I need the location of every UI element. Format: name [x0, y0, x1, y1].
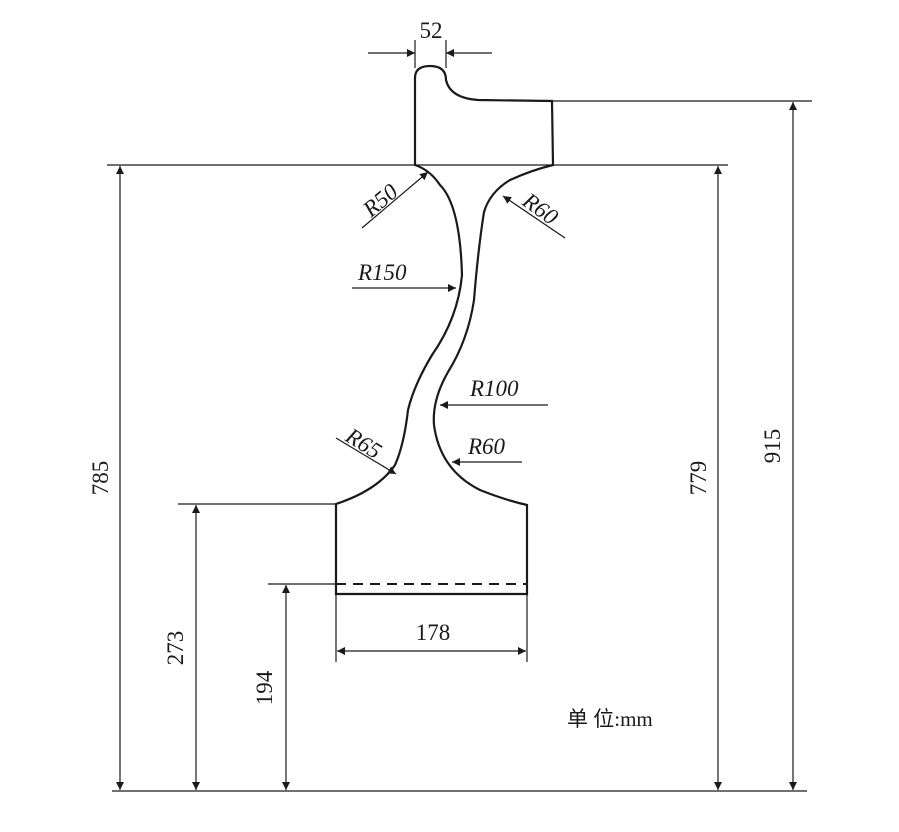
- dim-label-194: 194: [252, 670, 277, 705]
- label-r60-top: R60: [517, 187, 563, 230]
- label-r60-bottom: R60: [467, 434, 506, 459]
- dim-label-178: 178: [416, 620, 451, 645]
- dim-label-915: 915: [760, 429, 785, 464]
- label-r150: R150: [357, 260, 407, 285]
- leader-r50: [361, 171, 429, 229]
- leader-r65: [335, 437, 397, 475]
- label-r65: R65: [341, 423, 387, 464]
- label-r100: R100: [469, 376, 519, 401]
- profile-outline: [334, 64, 555, 596]
- unit-label: 单 位:mm: [567, 707, 653, 731]
- dim-label-779: 779: [686, 461, 711, 496]
- dim-label-273: 273: [163, 631, 188, 666]
- dim-label-785: 785: [88, 461, 113, 496]
- leader-r60-top: [502, 195, 566, 239]
- label-r50: R50: [357, 179, 403, 223]
- dim-label-52: 52: [420, 18, 443, 43]
